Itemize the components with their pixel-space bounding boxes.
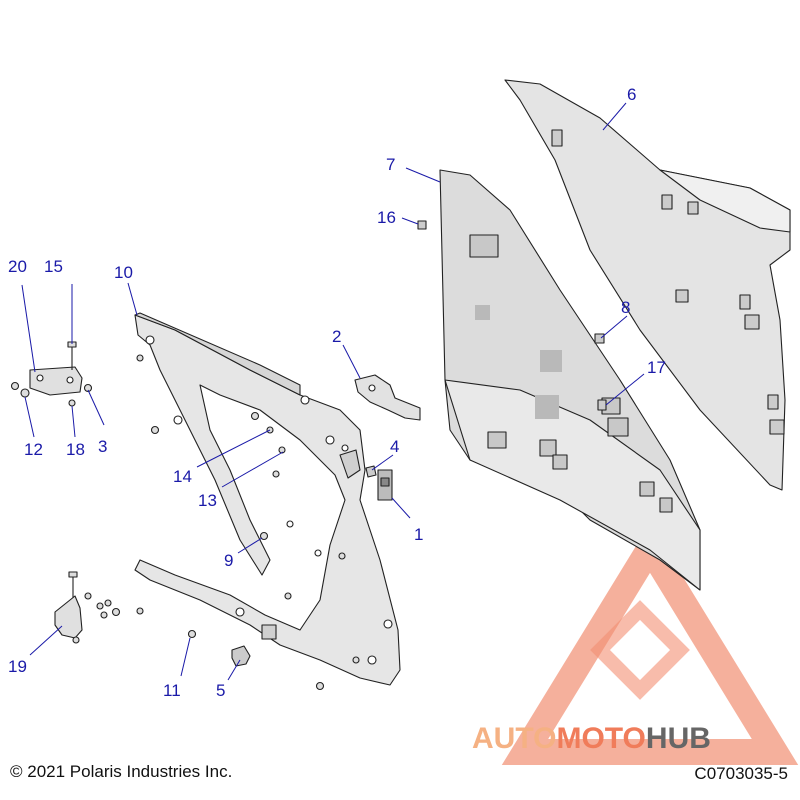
callout-12: 12 <box>24 440 43 459</box>
callout-20: 20 <box>8 257 27 276</box>
figure-code: C0703035-5 <box>694 764 788 783</box>
watermark-logo <box>501 523 799 765</box>
callout-3: 3 <box>98 437 107 456</box>
callout-1: 1 <box>414 525 423 544</box>
callout-18: 18 <box>66 440 85 459</box>
part-18-washer <box>68 399 76 407</box>
callout-14: 14 <box>173 467 192 486</box>
callout-8: 8 <box>621 298 630 317</box>
callout-17: 17 <box>647 358 666 377</box>
callout-13: 13 <box>198 491 217 510</box>
loose-fasteners <box>136 354 360 691</box>
part-7-inner-door-panel <box>439 169 701 591</box>
part-8-clip <box>594 333 605 344</box>
callout-11: 11 <box>163 681 181 700</box>
part-10-door-frame <box>134 312 401 686</box>
callout-leaders <box>21 102 645 681</box>
callout-10: 10 <box>114 263 133 282</box>
callout-2: 2 <box>332 327 341 346</box>
part-12-bolt <box>20 388 30 398</box>
callout-6: 6 <box>627 85 636 104</box>
part-12-bolt-b <box>10 381 20 391</box>
callout-7: 7 <box>386 155 395 174</box>
part-2-latch-bracket <box>354 374 421 421</box>
part-16-clip <box>417 220 427 230</box>
callout-9: 9 <box>224 551 233 570</box>
callout-4: 4 <box>390 437 399 456</box>
part-1-latch <box>377 469 393 501</box>
copyright-text: © 2021 Polaris Industries Inc. <box>10 762 233 781</box>
callout-labels: 1 2 3 4 5 6 7 8 9 10 11 12 13 14 15 16 1… <box>8 85 666 700</box>
part-5-bumper <box>231 645 251 667</box>
part-20-upper-hinge <box>29 366 83 396</box>
watermark-text-auto: AUTO <box>472 722 556 755</box>
callout-19: 19 <box>8 657 27 676</box>
watermark-text: AUTOMOTOHUB <box>472 722 711 755</box>
callout-15: 15 <box>44 257 63 276</box>
part-17-clip <box>597 399 607 411</box>
part-15-hinge-pin <box>67 341 77 370</box>
callout-16: 16 <box>377 208 396 227</box>
watermark-text-hub: HUB <box>646 722 711 755</box>
watermark-text-moto: MOTO <box>556 722 645 755</box>
part-6-outer-door-panel <box>504 79 791 491</box>
part-3-nut <box>83 383 93 393</box>
callout-5: 5 <box>216 681 225 700</box>
part-19-lower-hinge <box>54 571 144 644</box>
